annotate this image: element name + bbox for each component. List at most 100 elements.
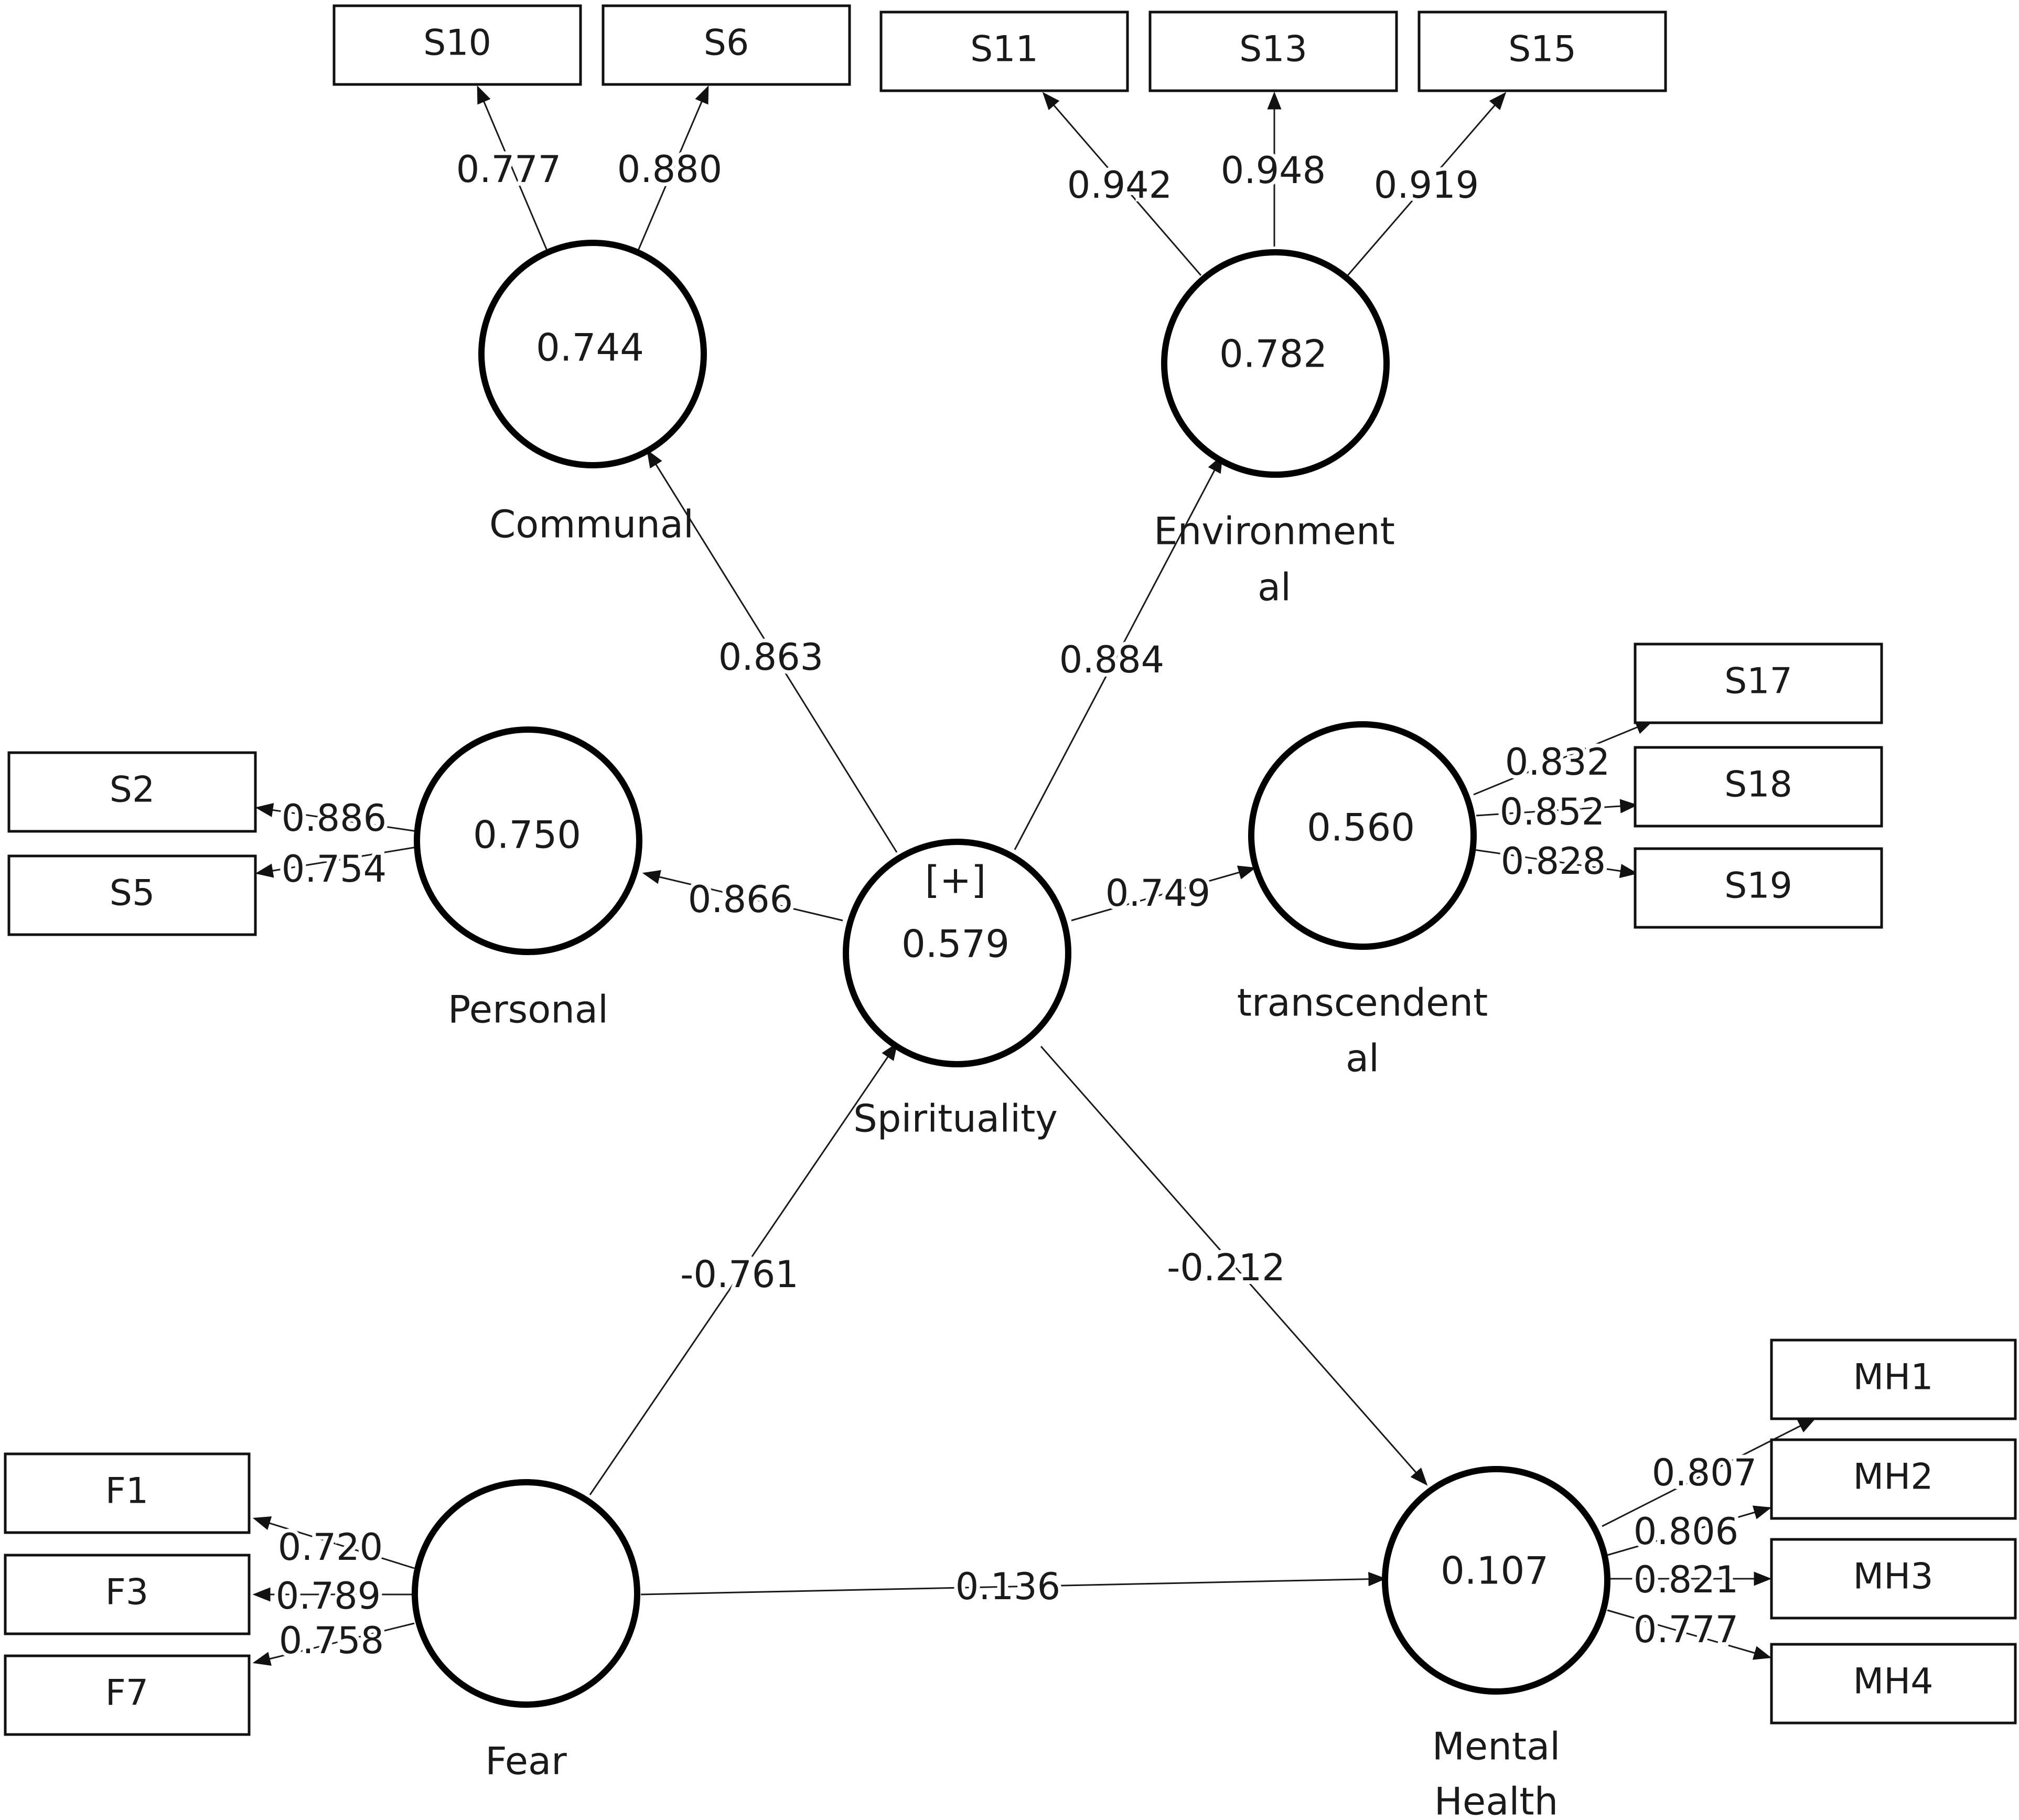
indicator-label-mh1: MH1	[1853, 1357, 1933, 1398]
edge-spirituality-transcendental	[1071, 865, 1256, 922]
indicator-box-s5: S5	[7, 854, 257, 936]
indicator-box-mh2: MH2	[1770, 1438, 2017, 1520]
indicator-box-frame	[4, 1554, 251, 1635]
loading-s2: 0.886	[282, 797, 386, 840]
construct-name-transcendental-line2: al	[1346, 1036, 1379, 1080]
indicator-label-s5: S5	[110, 873, 155, 914]
indicator-box-f1: F1	[4, 1452, 251, 1534]
indicator-box-mh1: MH1	[1770, 1339, 2017, 1420]
indicator-box-mh3: MH3	[1770, 1538, 2017, 1620]
edge-mh-mh2	[1607, 1505, 1772, 1556]
indicator-label-mh4: MH4	[1853, 1661, 1933, 1703]
indicator-boxes: S10 S6 S11 S13 S15 S2 S5 S17	[4, 4, 2017, 1736]
edge-trans-s19	[1473, 849, 1638, 879]
edge-spirituality-environmental	[1014, 454, 1223, 850]
indicator-box-f3: F3	[4, 1554, 251, 1635]
loading-f1: 0.720	[278, 1526, 383, 1569]
indicator-label-s6: S6	[704, 23, 749, 64]
construct-value-mental-health: 0.107	[1441, 1549, 1549, 1593]
edge-mh-mh1	[1602, 1418, 1817, 1527]
indicator-label-s18: S18	[1724, 764, 1792, 806]
construct-circle	[478, 240, 707, 468]
loading-mh2: 0.806	[1634, 1510, 1738, 1553]
indicator-box-s13: S13	[1148, 10, 1398, 92]
construct-circle	[1382, 1466, 1610, 1695]
edge-spirituality-mentalhealth	[1040, 1046, 1428, 1486]
indicator-box-s11: S11	[879, 10, 1129, 92]
indicator-box-frame	[4, 1654, 251, 1736]
indicator-box-f7: F7	[4, 1654, 251, 1736]
construct-spirituality: [+] 0.579 Spirituality	[843, 839, 1071, 1141]
loading-mh1: 0.807	[1652, 1451, 1757, 1494]
indicator-label-s2: S2	[110, 769, 155, 811]
indicator-box-s18: S18	[1634, 746, 1883, 828]
edge-env-s15	[1347, 92, 1507, 276]
indicator-box-s15: S15	[1417, 10, 1667, 92]
loading-s6: 0.880	[617, 148, 722, 191]
loading-mh4: 0.777	[1634, 1608, 1738, 1651]
edge-spirituality-communal	[647, 449, 898, 853]
path-coef-spirituality-environmental: 0.884	[1059, 638, 1164, 681]
indicator-box-frame	[1634, 847, 1883, 929]
construct-circle	[1161, 249, 1390, 478]
indicator-box-frame	[332, 4, 582, 86]
coefficient-labels: 0.777 0.880 0.942 0.948 0.919 0.886 0.75…	[272, 144, 1760, 1666]
loading-s11: 0.942	[1067, 164, 1172, 207]
indicator-label-s15: S15	[1508, 29, 1576, 70]
construct-circle	[843, 839, 1071, 1067]
construct-communal: 0.744 Communal	[478, 240, 707, 547]
construct-name-environmental-line2: al	[1258, 565, 1291, 609]
edge-fear-f1	[252, 1516, 415, 1569]
indicator-box-frame	[879, 10, 1129, 92]
loading-f3: 0.789	[276, 1575, 381, 1618]
edge-communal-s6	[636, 85, 709, 253]
indicator-box-s17: S17	[1634, 643, 1883, 724]
indicator-box-s19: S19	[1634, 847, 1883, 929]
edge-spirituality-personal	[642, 870, 843, 922]
indicator-label-s10: S10	[423, 23, 491, 64]
indicator-box-frame	[1770, 1538, 2017, 1620]
construct-value-spirituality: 0.579	[901, 922, 1010, 966]
indicator-box-s2: S2	[7, 751, 257, 833]
path-coef-spirituality-transcendental: 0.749	[1105, 872, 1210, 915]
construct-name-personal: Personal	[448, 988, 608, 1032]
indicator-box-frame	[4, 1452, 251, 1534]
loading-f7: 0.758	[279, 1619, 384, 1662]
construct-value-transcendental: 0.560	[1307, 806, 1415, 850]
indicator-label-mh2: MH2	[1853, 1457, 1933, 1498]
indicator-box-frame	[1770, 1438, 2017, 1520]
construct-mental-health: 0.107 Mental Health	[1382, 1466, 1610, 1820]
path-coef-spirituality-personal: 0.866	[688, 878, 793, 921]
edge-fear-f7	[252, 1622, 415, 1666]
indicator-label-s11: S11	[970, 29, 1038, 70]
loading-s19: 0.828	[1501, 840, 1606, 883]
path-coef-spirituality-mental-health: -0.212	[1167, 1246, 1285, 1289]
loading-s17: 0.832	[1505, 741, 1610, 784]
indicator-label-f7: F7	[105, 1673, 148, 1714]
construct-marker-spirituality: [+]	[925, 858, 986, 902]
path-coef-fear-mental-health: 0.136	[955, 1565, 1060, 1608]
indicator-box-frame	[1634, 643, 1883, 724]
construct-name-environmental-line1: Environment	[1154, 509, 1395, 553]
edge-env-s11	[1042, 92, 1202, 276]
edge-trans-s17	[1473, 720, 1654, 796]
indicator-box-frame	[7, 854, 257, 936]
edge-fear-spirituality	[589, 1042, 898, 1495]
edge-trans-s18	[1476, 799, 1638, 817]
indicator-box-frame	[1417, 10, 1667, 92]
construct-name-communal: Communal	[489, 502, 694, 547]
loading-mh3: 0.821	[1634, 1558, 1738, 1601]
construct-nodes: 0.744 Communal 0.782 Environment al 0.75…	[412, 240, 1610, 1820]
construct-personal: 0.750 Personal	[414, 726, 642, 1032]
edge-personal-s5	[255, 846, 417, 878]
construct-transcendental: 0.560 transcendent al	[1237, 721, 1488, 1080]
construct-name-fear: Fear	[485, 1739, 567, 1783]
indicator-box-s10: S10	[332, 4, 582, 86]
construct-value-personal: 0.750	[473, 813, 581, 857]
indicator-box-frame	[7, 751, 257, 833]
indicator-box-frame	[1634, 746, 1883, 828]
construct-circle	[1248, 721, 1477, 950]
edge-communal-s10	[477, 85, 549, 253]
construct-name-mental-health-line2: Health	[1434, 1780, 1558, 1820]
